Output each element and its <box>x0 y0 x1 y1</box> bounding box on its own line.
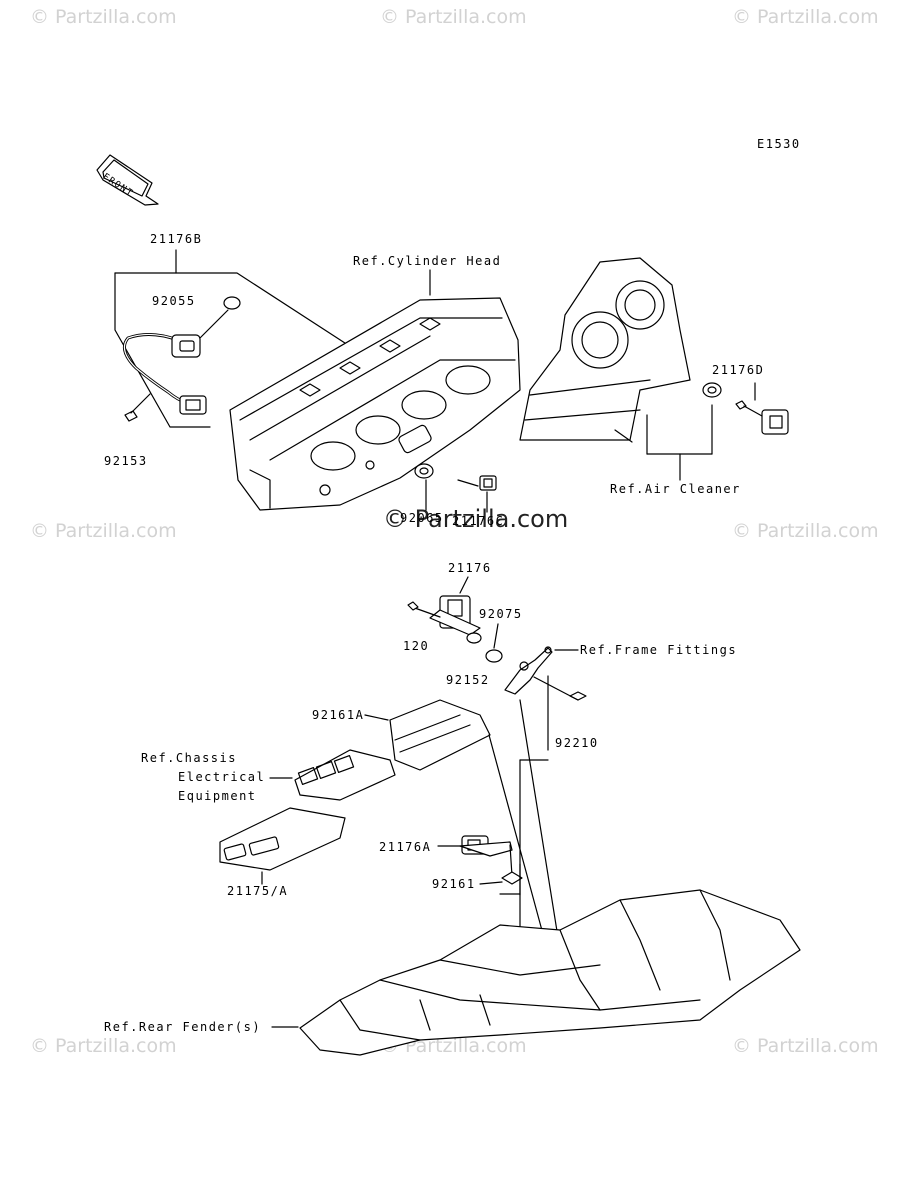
ref-chassis-label-line1[interactable]: Ref.Chassis <box>141 751 237 765</box>
ref-chassis-label-line3[interactable]: Equipment <box>178 789 257 803</box>
ref-air-cleaner-label[interactable]: Ref.Air Cleaner <box>610 482 741 496</box>
cylinder-head-illustration <box>229 297 521 511</box>
part-label-21176B[interactable]: 21176B <box>150 232 203 246</box>
part-label-21176A[interactable]: 21176A <box>379 840 432 854</box>
watermark: © Partzilla.com <box>30 6 177 28</box>
electrical-connector-illustration <box>269 749 396 801</box>
part-label-92161A[interactable]: 92161A <box>312 708 365 722</box>
part-label-92161[interactable]: 92161 <box>432 877 476 891</box>
watermark: © Partzilla.com <box>30 520 177 542</box>
watermark: © Partzilla.com <box>30 1035 177 1057</box>
bracket-tray-illustration <box>364 699 491 771</box>
part-label-21176[interactable]: 21176 <box>448 561 492 575</box>
part-label-92152[interactable]: 92152 <box>446 673 490 687</box>
part-label-120[interactable]: 120 <box>403 639 430 653</box>
ref-frame-fittings-label[interactable]: Ref.Frame Fittings <box>580 643 738 657</box>
ref-cylinder-head-label[interactable]: Ref.Cylinder Head <box>353 254 502 268</box>
ref-rear-fender-label[interactable]: Ref.Rear Fender(s) <box>104 1020 262 1034</box>
part-label-21175A[interactable]: 21175/A <box>227 884 289 898</box>
watermark: © Partzilla.com <box>732 1035 879 1057</box>
part-label-21176D[interactable]: 21176D <box>712 363 765 377</box>
ecu-module-illustration <box>219 807 346 885</box>
diagram-code: E1530 <box>757 137 801 151</box>
part-label-92055[interactable]: 92055 <box>152 294 196 308</box>
part-label-92075[interactable]: 92075 <box>479 607 523 621</box>
rear-fender-illustration <box>271 889 801 1056</box>
part-label-92153[interactable]: 92153 <box>104 454 148 468</box>
air-cleaner-illustration <box>519 257 691 443</box>
part-label-92065[interactable]: 92065 <box>400 511 444 525</box>
watermark: © Partzilla.com <box>380 6 527 28</box>
part-label-21176C[interactable]: 21176C <box>452 514 505 528</box>
center-watermark: © Partzilla.com <box>383 505 569 533</box>
part-label-92210[interactable]: 92210 <box>555 736 599 750</box>
front-arrow-icon <box>96 154 159 206</box>
ref-chassis-label-line2[interactable]: Electrical <box>178 770 266 784</box>
watermark: © Partzilla.com <box>732 520 879 542</box>
watermark: © Partzilla.com <box>732 6 879 28</box>
